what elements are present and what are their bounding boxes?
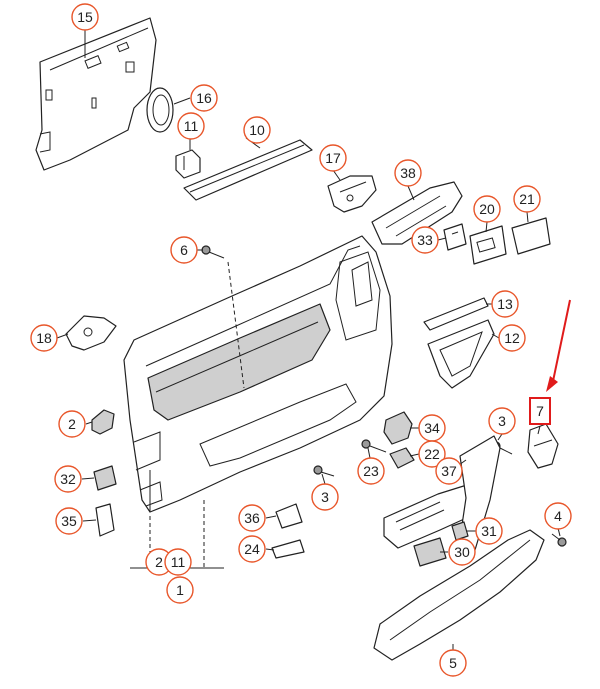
callout-15: 15 [71,3,99,31]
part-door-panel-sheet [35,17,157,171]
svg-text:11: 11 [171,554,186,570]
callout-23: 23 [357,457,385,485]
svg-text:24: 24 [244,541,260,557]
callout-3-center: 3 [311,483,339,511]
part-switch-cover-20 [469,225,507,265]
callout-21: 21 [513,185,541,213]
svg-text:13: 13 [497,296,513,312]
callout-36: 36 [238,504,266,532]
callout-34: 34 [418,414,446,442]
part-pull-cup-12 [427,319,495,389]
svg-text:38: 38 [400,165,416,181]
svg-text:6: 6 [180,242,188,258]
callout-3-right: 3 [488,407,516,435]
callout-4: 4 [544,502,572,530]
svg-text:22: 22 [424,446,440,462]
callout-18: 18 [30,324,58,352]
svg-text:10: 10 [249,122,265,138]
part-door-trim-panel [123,235,393,513]
callout-20: 20 [473,195,501,223]
callout-11: 11 [177,112,205,140]
highlight-arrow [546,299,571,392]
part-switch-31 [451,521,469,541]
svg-text:7: 7 [536,403,544,419]
part-cap-35 [95,503,115,537]
part-armrest-switch-panel [383,435,501,561]
callout-24: 24 [238,535,266,563]
callout-13: 13 [491,290,519,318]
part-screw-3b [313,465,335,477]
svg-text:35: 35 [61,513,77,529]
part-screw-4 [551,533,567,547]
part-switch-32 [93,465,117,491]
svg-text:30: 30 [454,544,470,560]
svg-text:21: 21 [519,191,535,207]
callout-22: 22 [418,440,446,468]
part-handle-housing [371,181,463,245]
svg-text:2: 2 [68,416,76,432]
callout-12: 12 [498,324,526,352]
callout-11-bottom: 11 [164,548,192,576]
svg-text:5: 5 [449,655,457,671]
svg-text:12: 12 [504,330,520,346]
callout-30: 30 [448,538,476,566]
part-trim-strip-13 [423,297,489,331]
svg-text:18: 18 [36,330,52,346]
svg-text:1: 1 [176,582,184,598]
part-switch-33 [443,223,467,251]
svg-text:3: 3 [321,489,329,505]
part-plug-2 [91,409,115,435]
callout-2: 2 [58,410,86,438]
callout-7: 7 [529,397,551,425]
svg-text:16: 16 [196,90,212,106]
svg-text:23: 23 [363,463,379,479]
callout-1: 1 [166,576,194,604]
svg-text:32: 32 [60,471,76,487]
svg-text:37: 37 [441,463,457,479]
svg-text:2: 2 [155,554,163,570]
svg-text:11: 11 [184,118,199,134]
part-plate-24 [271,539,305,559]
svg-text:4: 4 [554,508,562,524]
callout-10: 10 [243,116,271,144]
callout-5: 5 [439,649,467,677]
svg-text:15: 15 [77,9,93,25]
callout-16: 16 [190,84,218,112]
callout-32: 32 [54,465,82,493]
part-clip-top [175,149,201,179]
svg-text:20: 20 [479,201,495,217]
part-switch-block-30 [413,537,447,567]
svg-text:36: 36 [244,510,260,526]
part-clip-22 [389,447,415,469]
svg-text:3: 3 [498,413,506,429]
part-button-34 [383,411,413,445]
svg-text:17: 17 [325,150,341,166]
part-screw-23 [361,439,387,453]
callout-6: 6 [170,236,198,264]
part-clip-7 [527,423,559,469]
part-armrest-grip-5 [373,529,545,661]
callout-37: 37 [435,457,463,485]
callout-35: 35 [55,507,83,535]
callout-33: 33 [411,226,439,254]
part-cover-plate-21 [511,217,551,255]
svg-text:33: 33 [417,232,433,248]
callout-17: 17 [319,144,347,172]
svg-text:34: 34 [424,420,440,436]
part-screw-6 [201,245,225,259]
part-window-strip [183,139,313,201]
svg-text:31: 31 [481,523,497,539]
part-bracket-18 [65,315,117,351]
callout-38: 38 [394,159,422,187]
part-bracket-17 [327,175,377,213]
part-pad-36 [275,503,303,529]
callout-31: 31 [475,517,503,545]
part-speaker-ring [146,87,174,133]
